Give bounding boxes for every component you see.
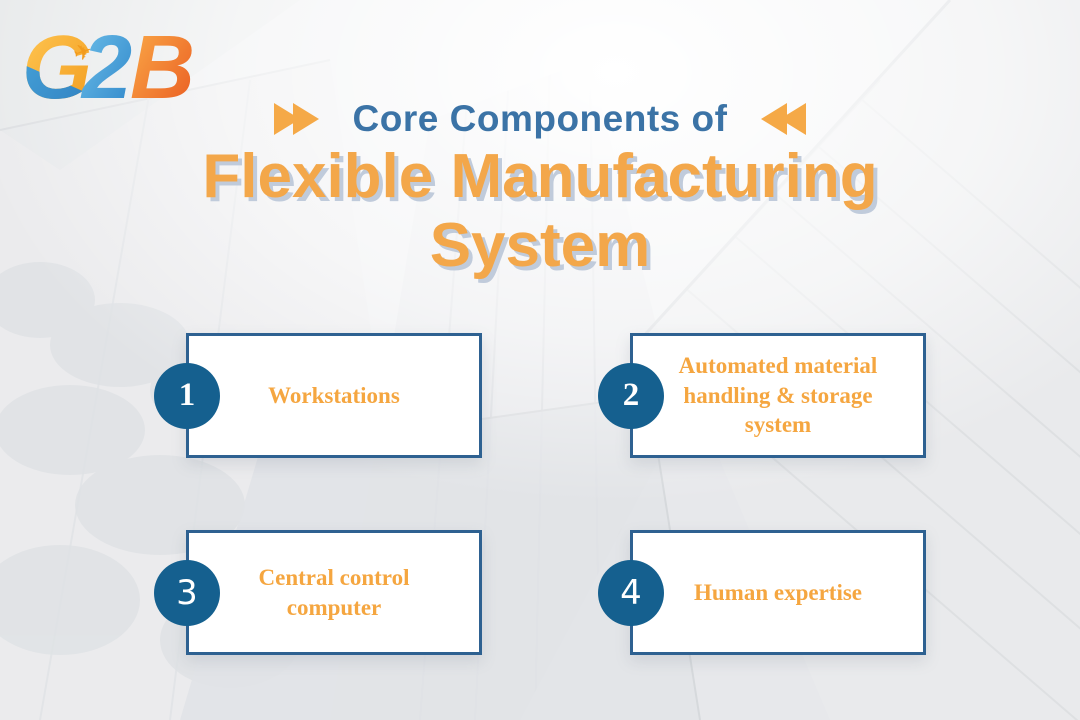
logo-letter-b: B bbox=[130, 18, 195, 114]
number-badge-3: 3 bbox=[154, 559, 220, 626]
logo-letter-g: G bbox=[22, 18, 92, 114]
logo-letter-2: 2 bbox=[80, 18, 132, 114]
number-badge-1: 1 bbox=[154, 362, 220, 429]
number-text: 4 bbox=[620, 572, 642, 613]
number-badge-4: 4 bbox=[598, 559, 664, 626]
component-card-human-expertise: 4 Human expertise bbox=[598, 530, 926, 655]
component-card-central-control: 3 Central control computer bbox=[154, 530, 482, 655]
rewind-icon bbox=[761, 103, 807, 135]
card-label: Automated material handling & storage sy… bbox=[678, 352, 878, 438]
card-label: Human expertise bbox=[693, 579, 862, 605]
number-text: 2 bbox=[622, 377, 640, 413]
page-title-line2: System bbox=[429, 211, 651, 281]
header-row: Core Components of bbox=[0, 98, 1080, 140]
page-title-line1: Flexible Manufacturing bbox=[202, 142, 878, 211]
card-label: Central control computer bbox=[258, 564, 410, 620]
number-badge-2: 2 bbox=[598, 362, 664, 429]
card-label: Workstations bbox=[268, 382, 400, 408]
fast-forward-icon bbox=[273, 103, 319, 135]
kicker-text: Core Components of bbox=[352, 98, 728, 139]
component-card-material-handling: 2 Automated material handling & storage … bbox=[598, 333, 926, 458]
component-card-workstations: 1 Workstations bbox=[154, 333, 482, 458]
page-title: Flexible Manufacturing System bbox=[0, 142, 1080, 281]
number-text: 1 bbox=[178, 377, 196, 413]
number-text: 3 bbox=[176, 572, 198, 613]
g2b-logo: G G 2 B ✈ bbox=[22, 18, 195, 114]
